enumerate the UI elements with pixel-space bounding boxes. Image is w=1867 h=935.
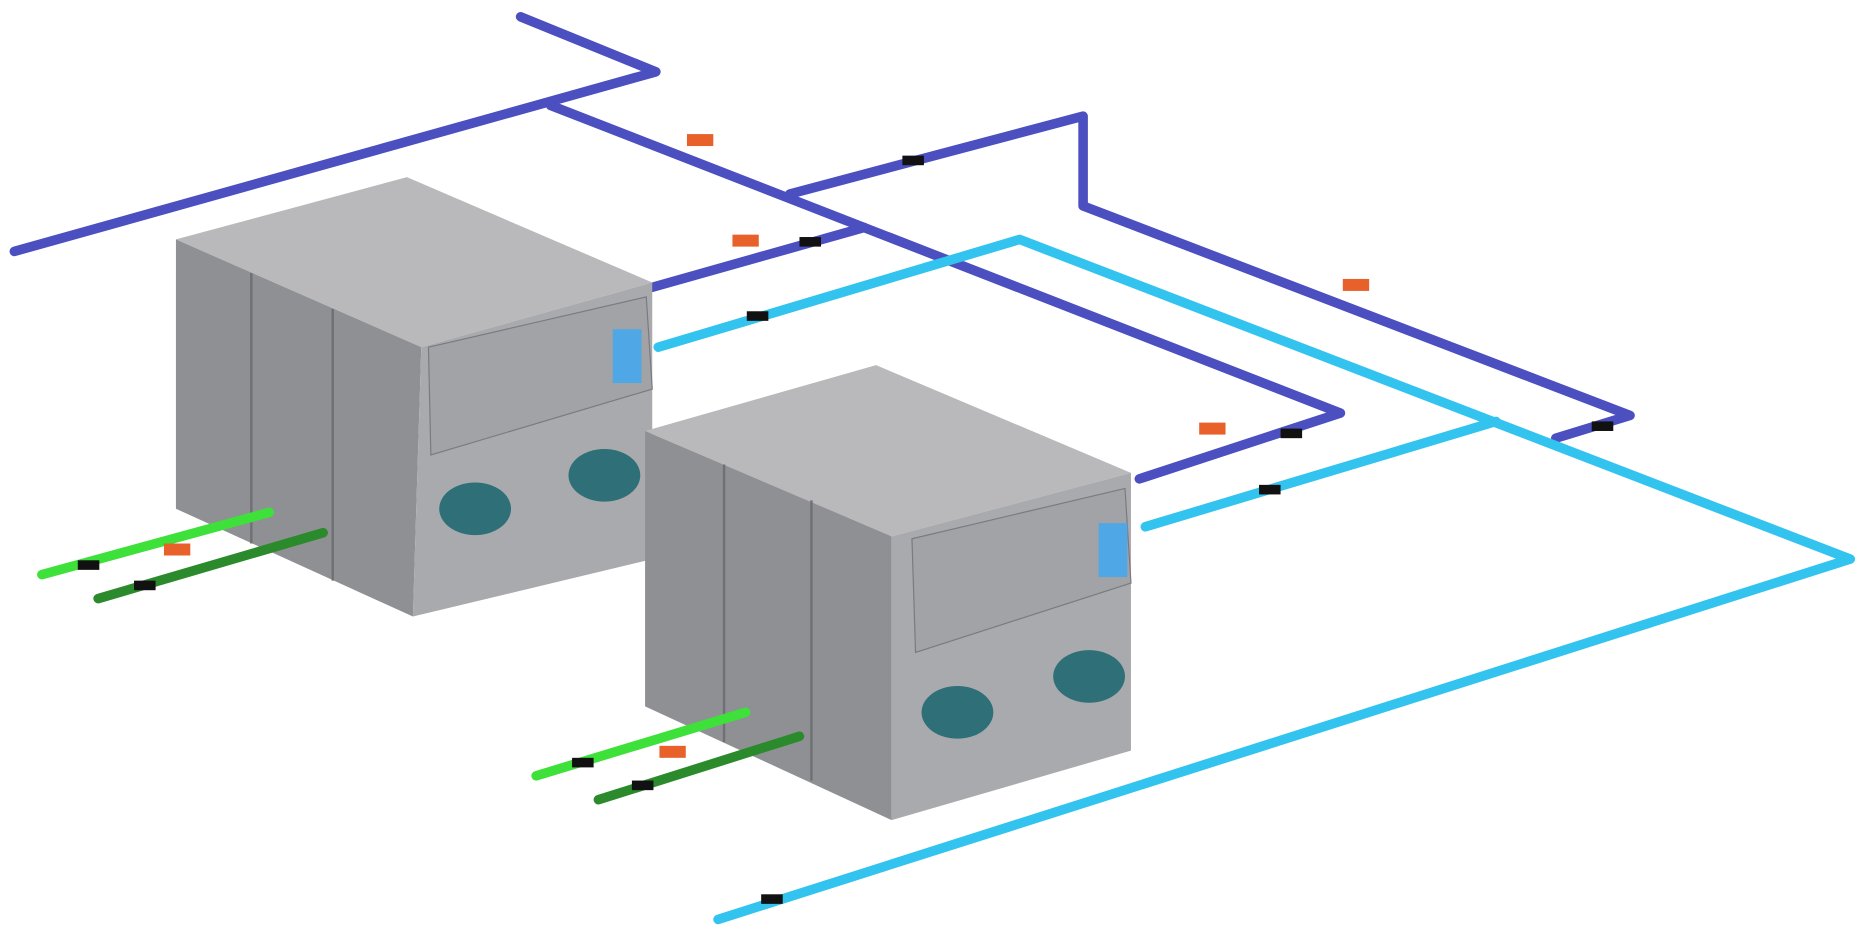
valve-icon xyxy=(1199,422,1226,435)
flow-arrow-icon xyxy=(77,560,100,570)
flow-arrow-icon xyxy=(761,894,783,904)
port-cover xyxy=(568,448,641,502)
port-cover xyxy=(921,685,994,739)
valve-icon xyxy=(163,543,191,556)
display-screen xyxy=(612,329,642,384)
flow-arrow-icon xyxy=(902,155,924,166)
flow-arrow-icon xyxy=(572,757,594,768)
green-pipe-unit1 xyxy=(37,507,275,580)
dark-blue-pipe-supply-main xyxy=(9,11,661,257)
valve-icon xyxy=(732,234,759,247)
control-panel xyxy=(911,487,1132,654)
port-cover xyxy=(1053,650,1125,703)
flow-arrow-icon xyxy=(1280,428,1303,439)
light-blue-pipe-unit2-branch xyxy=(1140,416,1501,532)
port-cover xyxy=(439,482,512,536)
flow-arrow-icon xyxy=(1591,421,1614,431)
valve-icon xyxy=(659,745,686,758)
display-screen xyxy=(1098,523,1128,578)
unit-top xyxy=(175,177,653,348)
light-blue-pipes xyxy=(653,234,1856,925)
unit-1 xyxy=(175,177,653,617)
valve-icon xyxy=(1342,278,1370,291)
flow-arrow-icon xyxy=(746,311,769,321)
flow-arrow-icon xyxy=(1259,484,1281,495)
flow-arrow-icon xyxy=(799,237,822,247)
dark-blue-pipe-unit1-branch xyxy=(647,222,869,293)
flow-arrow-icon xyxy=(631,780,654,791)
control-panel xyxy=(427,296,653,456)
flow-arrow-icon xyxy=(134,580,156,591)
valves xyxy=(163,134,1370,758)
green-pipe-unit2 xyxy=(531,707,751,781)
valve-icon xyxy=(686,134,714,147)
flow-arrows xyxy=(77,155,1614,904)
dark-blue-pipe-main-run xyxy=(545,100,1346,484)
unit-top xyxy=(645,365,1131,537)
light-blue-pipe-main xyxy=(653,234,1856,925)
dark-green-pipe-unit1 xyxy=(93,527,328,604)
unit-2 xyxy=(645,365,1132,821)
